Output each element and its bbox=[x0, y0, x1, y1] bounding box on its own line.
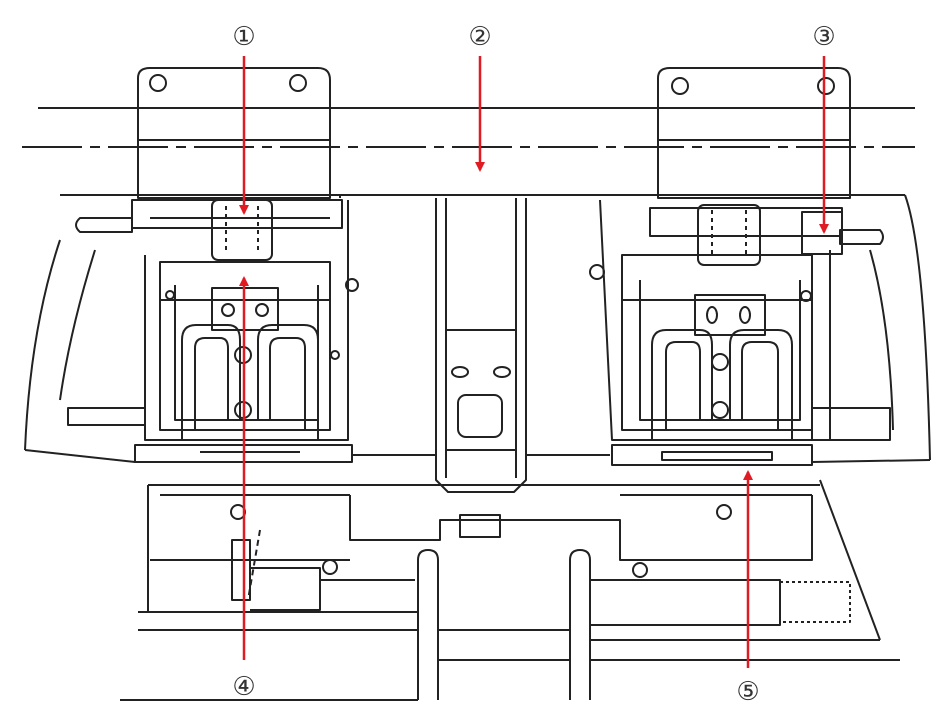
callout-5-label: ⑤ bbox=[736, 677, 759, 707]
callouts: ① ② ③ ④ ⑤ bbox=[232, 22, 835, 707]
callout-1-label: ① bbox=[232, 22, 255, 52]
outer-frame bbox=[24, 194, 931, 463]
line-art bbox=[22, 67, 931, 701]
arrows bbox=[239, 56, 829, 668]
left-bracket bbox=[67, 67, 359, 463]
callout-4-label: ④ bbox=[232, 672, 255, 702]
right-bracket bbox=[589, 67, 891, 466]
cross-bar bbox=[22, 107, 915, 198]
lower-tray bbox=[120, 479, 900, 701]
callout-3-label: ③ bbox=[812, 22, 835, 52]
center-channel bbox=[352, 198, 610, 493]
callout-2-label: ② bbox=[468, 22, 491, 52]
